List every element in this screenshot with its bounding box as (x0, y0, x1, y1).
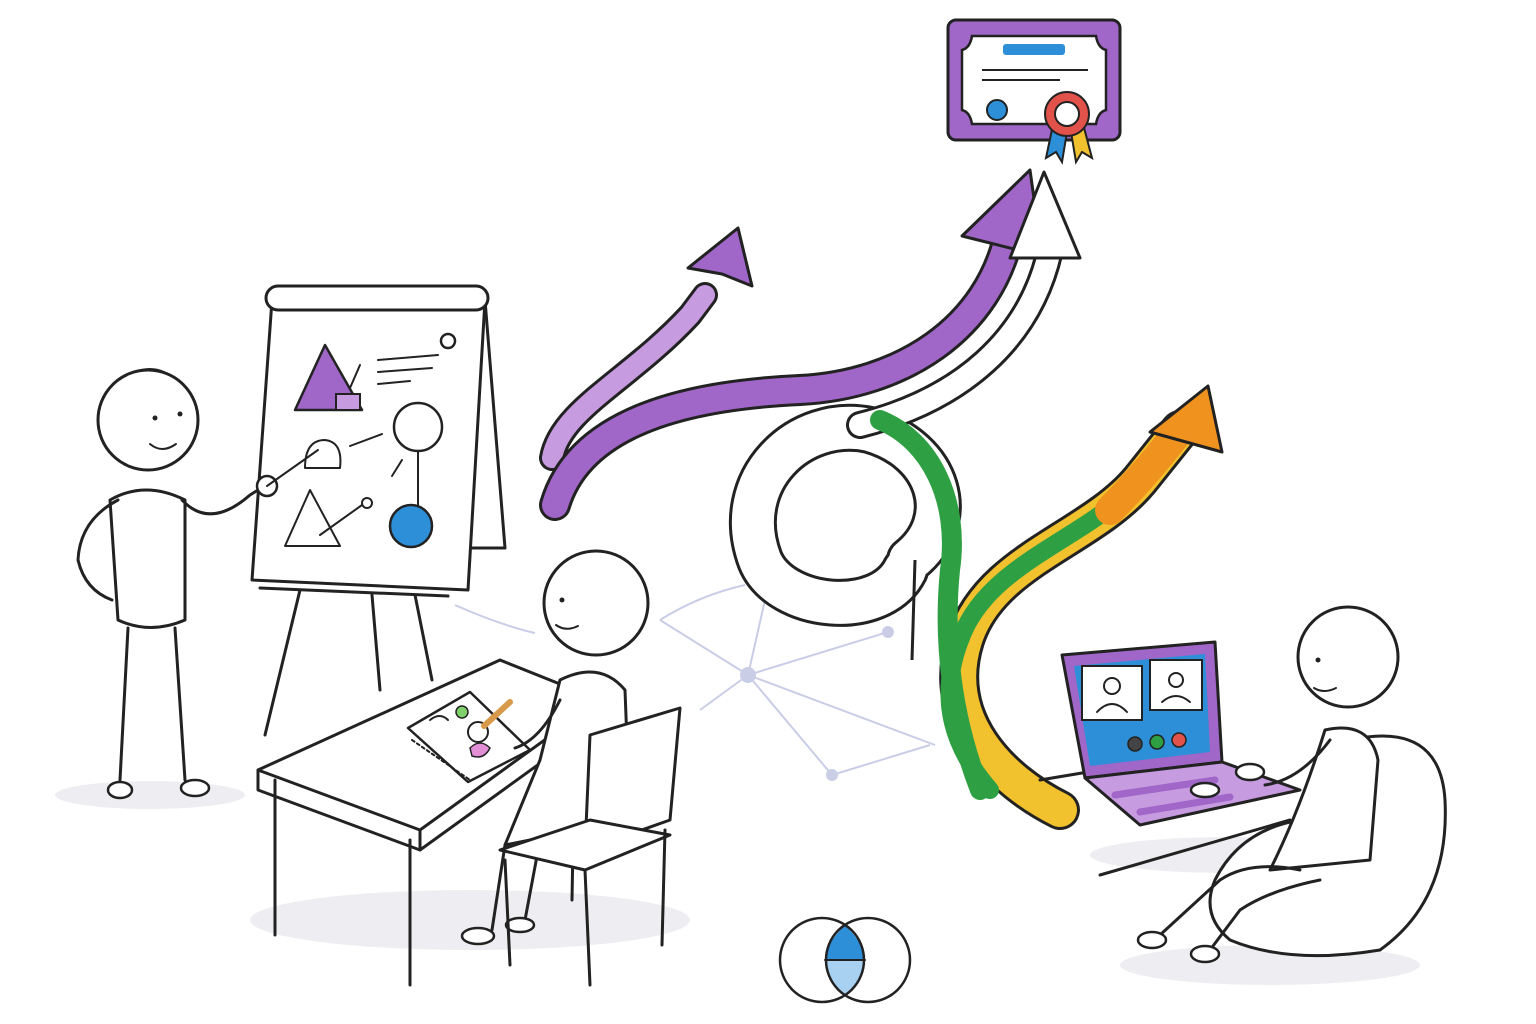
learner-figure (1136, 605, 1447, 964)
presenter-figure (76, 368, 319, 800)
video-call-icon (1081, 659, 1203, 752)
notebook-icon (406, 690, 532, 784)
growth-arrow-purple-small (539, 226, 754, 471)
award-ribbon-icon (1044, 91, 1094, 165)
network-graph (454, 584, 936, 781)
growth-arrow-orange (870, 384, 1224, 830)
flipchart-icon (250, 284, 507, 737)
chair (498, 706, 682, 987)
certificate-icon (946, 18, 1122, 142)
venn-diagram-icon (778, 916, 912, 1004)
